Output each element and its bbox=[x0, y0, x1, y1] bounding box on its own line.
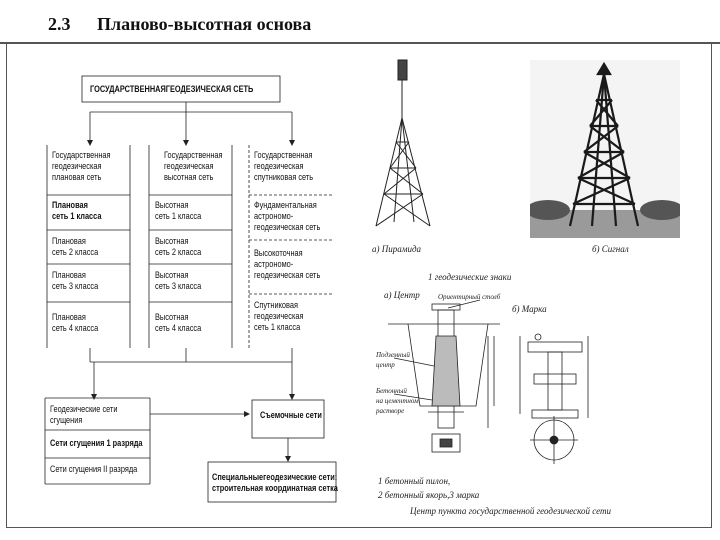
col3-item-2: Высокоточная астрономо- геодезическая се… bbox=[254, 248, 320, 281]
densification-networks: Геодезические сети сгущения bbox=[50, 404, 118, 426]
col1-item-3: Плановая сеть 3 класса bbox=[52, 270, 98, 292]
marks-title: 1 геодезические знаки bbox=[428, 272, 511, 282]
col2-item-4: Высотная сеть 4 класса bbox=[155, 312, 201, 334]
signal-caption: б) Сигнал bbox=[592, 244, 629, 254]
col3-item-1: Фундаментальная астрономо- геодезическая… bbox=[254, 200, 320, 233]
center-mark-drawing bbox=[388, 296, 608, 468]
col1-item-2: Плановая сеть 2 класса bbox=[52, 236, 98, 258]
pyramid-illustration bbox=[368, 58, 438, 236]
special-networks: Специальныегеодезические сети: строитель… bbox=[212, 472, 338, 494]
signal-photo bbox=[530, 60, 680, 238]
pyramid-caption: а) Пирамида bbox=[372, 244, 421, 254]
col2-head: Государственная геодезическая высотная с… bbox=[164, 150, 223, 183]
col3-item-3: Спутниковая геодезическая сеть 1 класса bbox=[254, 300, 303, 333]
legend-line-1: 1 бетонный пилон, bbox=[378, 476, 450, 486]
col2-item-3: Высотная сеть 3 класса bbox=[155, 270, 201, 292]
legend-line-2: 2 бетонный якорь,3 марка bbox=[378, 490, 479, 500]
top-box-label: ГОСУДАРСТВЕННАЯГЕОДЕЗИЧЕСКАЯ СЕТЬ bbox=[90, 84, 253, 95]
densification-rank-2: Сети сгущения II разряда bbox=[50, 464, 137, 475]
densification-rank-1: Сети сгущения 1 разряда bbox=[50, 438, 143, 449]
col3-head: Государственная геодезическая спутникова… bbox=[254, 150, 313, 183]
col1-item-1: Плановая сеть 1 класса bbox=[52, 200, 101, 222]
col1-item-4: Плановая сеть 4 класса bbox=[52, 312, 98, 334]
survey-networks: Съемочные сети bbox=[260, 410, 322, 421]
col1-head: Государственная геодезическая плановая с… bbox=[52, 150, 111, 183]
col2-item-2: Высотная сеть 2 класса bbox=[155, 236, 201, 258]
col2-item-1: Высотная сеть 1 класса bbox=[155, 200, 201, 222]
bottom-caption: Центр пункта государственной геодезическ… bbox=[410, 506, 611, 516]
